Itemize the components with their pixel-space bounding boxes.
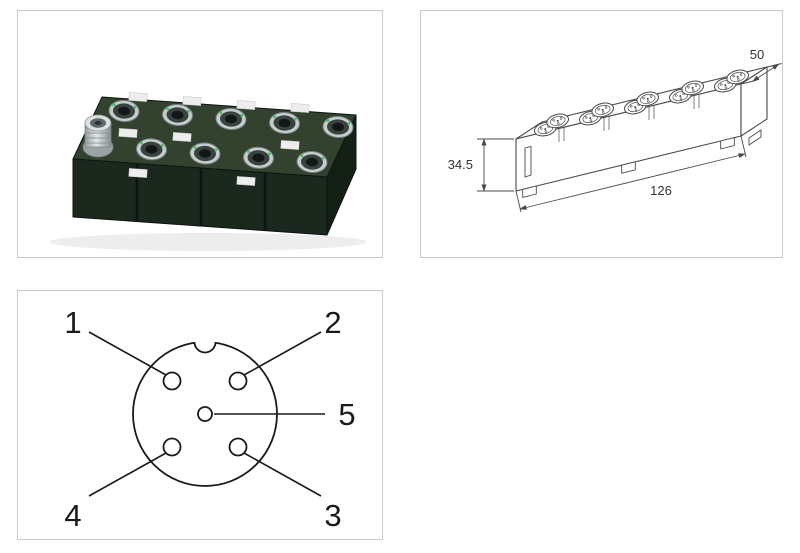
front-face-slots — [558, 94, 700, 142]
dimension-drawing-panel: 50 34.5 126 — [420, 10, 783, 258]
pin-label-4: 4 — [64, 498, 81, 533]
leader-lines — [88, 331, 325, 497]
pin-label-3: 3 — [324, 498, 341, 533]
pinout-diagram: 1 2 5 3 4 — [64, 305, 355, 533]
dimension-depth — [740, 63, 782, 85]
pin-5 — [197, 406, 213, 422]
side-slot — [524, 145, 532, 178]
dimension-drawing: 50 34.5 126 — [448, 47, 782, 213]
bus-connector — [82, 114, 114, 158]
pin-label-5: 5 — [338, 397, 355, 432]
pin-4 — [162, 437, 182, 457]
keyway-notch — [193, 341, 217, 354]
pin-label-1: 1 — [64, 305, 81, 340]
pin-3 — [228, 437, 248, 457]
pin-2 — [228, 371, 248, 391]
pin-labels: 1 2 5 3 4 — [64, 305, 355, 533]
pin-1 — [162, 371, 182, 391]
dim-depth-label: 50 — [750, 47, 764, 62]
pinout-panel: 1 2 5 3 4 — [17, 290, 383, 540]
dimension-length — [515, 135, 747, 213]
pin-label-2: 2 — [324, 305, 341, 340]
dim-height-label: 34.5 — [448, 157, 473, 172]
dim-length-label: 126 — [650, 183, 672, 198]
keyway-mask — [194, 331, 216, 353]
product-photo — [50, 92, 366, 251]
product-photo-panel — [17, 10, 383, 258]
photo-shadow — [50, 233, 366, 251]
dimension-height — [477, 138, 514, 192]
pins — [162, 371, 248, 457]
port-labels — [118, 92, 310, 186]
